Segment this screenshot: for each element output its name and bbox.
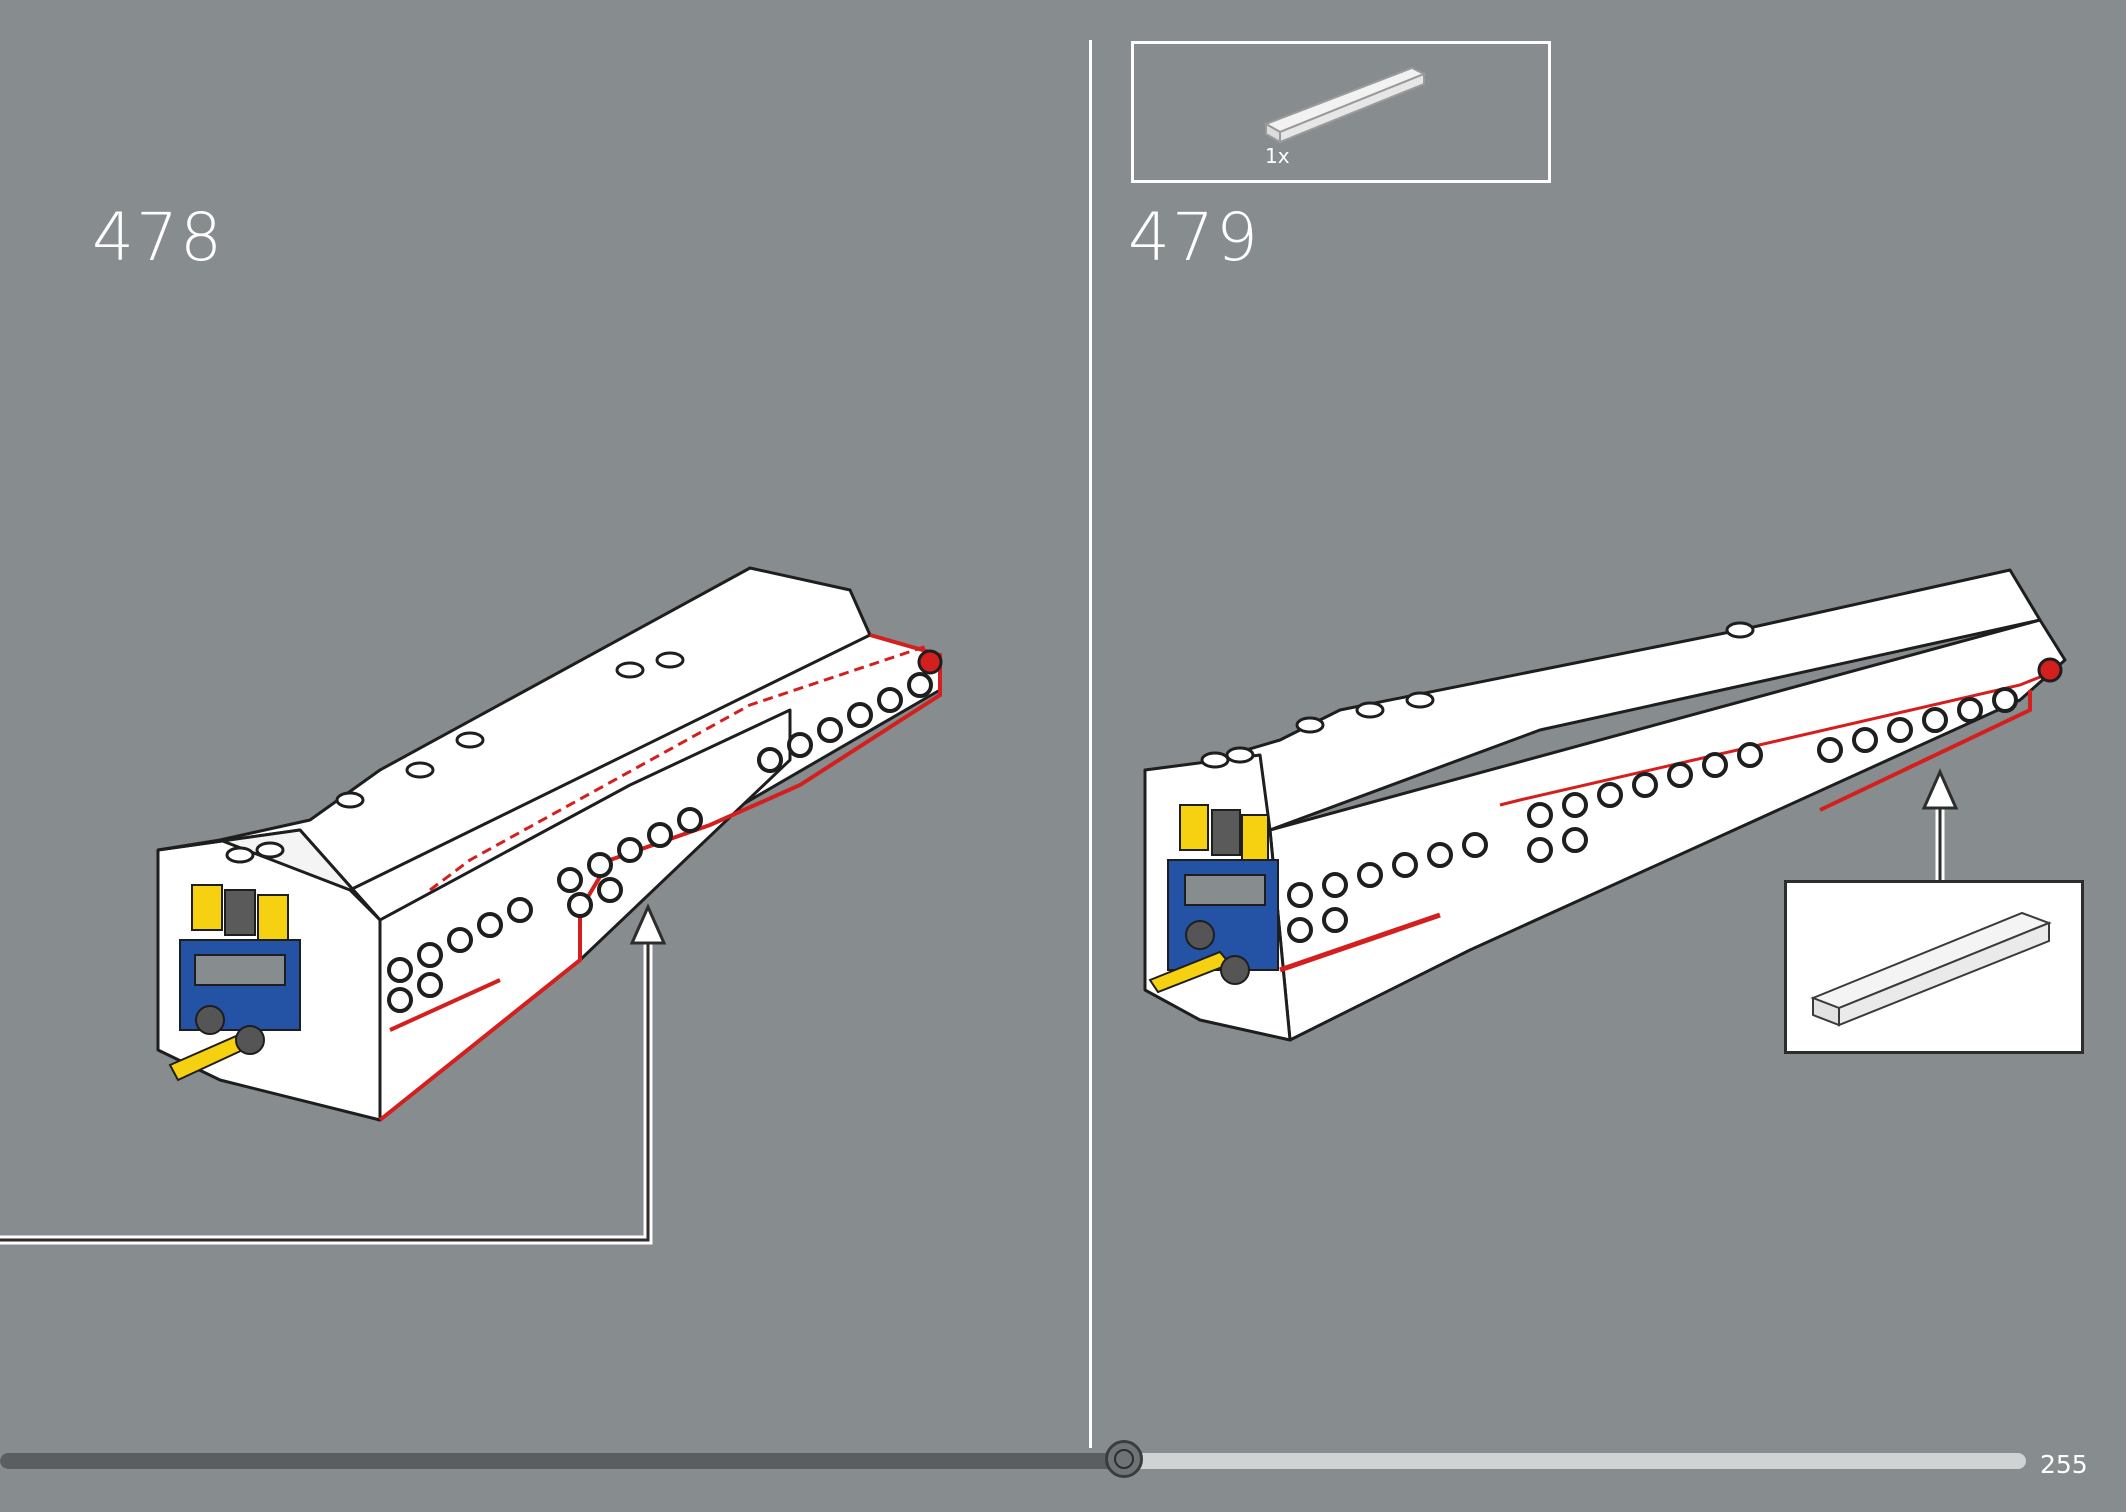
parts-list-callout: 1x xyxy=(1131,41,1551,183)
page-divider xyxy=(1089,40,1092,1448)
part-placement-callout xyxy=(1784,880,2084,1054)
part-quantity: 1x xyxy=(1265,144,1290,168)
step-number-479: 479 xyxy=(1128,199,1260,276)
page-progress-bar[interactable] xyxy=(0,1440,2026,1478)
zoom-callout-arrow xyxy=(1921,768,1959,885)
white-tile-1x6-icon xyxy=(1810,911,2052,1027)
progress-fill xyxy=(0,1453,1125,1469)
callout-connector-arrow xyxy=(0,903,667,1245)
white-tile-1x6-icon xyxy=(1263,66,1427,144)
train-assembly-step-478 xyxy=(156,566,943,1122)
step-number-478: 478 xyxy=(92,199,224,276)
page-number: 255 xyxy=(2040,1450,2088,1479)
train-assembly-step-479 xyxy=(1143,568,2067,1042)
progress-slider-knob[interactable] xyxy=(1105,1440,1144,1478)
